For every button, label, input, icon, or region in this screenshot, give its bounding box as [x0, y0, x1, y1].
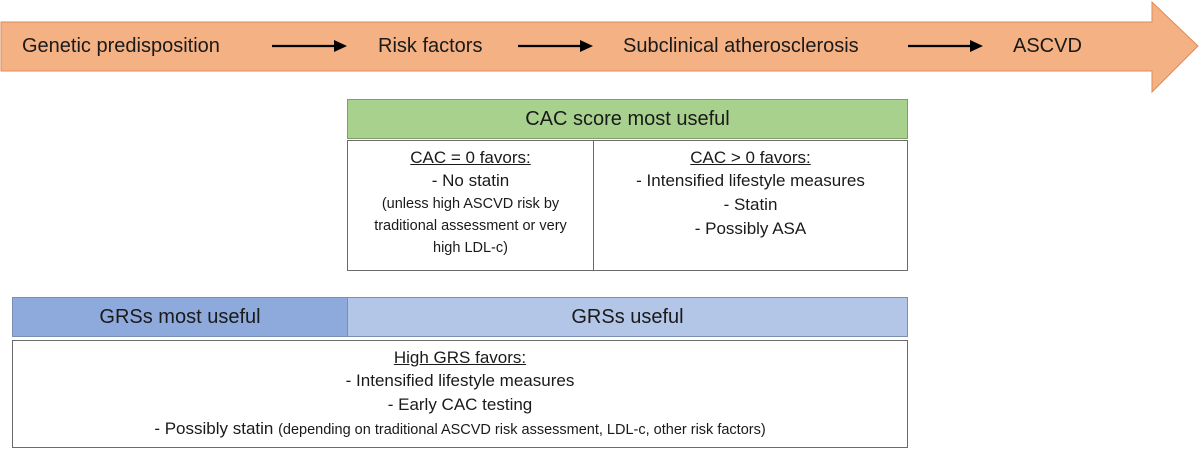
right-arrow-icon — [518, 40, 593, 52]
grs-useful-header: GRSs useful — [347, 297, 908, 337]
stage-risk-factors: Risk factors — [378, 35, 483, 57]
grs-line: - Intensified lifestyle measures — [345, 371, 575, 390]
grs-box: High GRS favors: - Intensified lifestyle… — [12, 340, 908, 448]
progression-arrow — [0, 0, 1199, 94]
cac-zero-box: CAC = 0 favors: - No statin (unless high… — [347, 140, 594, 271]
cac-positive-line: - Possibly ASA — [694, 219, 807, 238]
right-arrow-icon — [908, 40, 983, 52]
stage-ascvd: ASCVD — [1013, 35, 1082, 57]
cac-positive-line: - Statin — [723, 195, 778, 214]
right-arrow-icon — [272, 40, 347, 52]
cac-zero-heading: CAC = 0 favors: — [410, 148, 531, 167]
grs-most-useful-header: GRSs most useful — [12, 297, 348, 337]
stage-subclinical-atherosclerosis: Subclinical atherosclerosis — [623, 35, 859, 57]
cac-zero-line: - No statin — [431, 171, 510, 190]
cac-positive-box: CAC > 0 favors: - Intensified lifestyle … — [593, 140, 908, 271]
cac-header: CAC score most useful — [347, 99, 908, 139]
grs-line: - Early CAC testing — [387, 395, 533, 414]
cac-positive-line: - Intensified lifestyle measures — [636, 171, 865, 190]
grs-heading: High GRS favors: — [393, 348, 527, 367]
grs-line-statin: - Possibly statin (depending on traditio… — [13, 417, 907, 442]
stage-genetic-predisposition: Genetic predisposition — [22, 35, 220, 57]
progression-arrow-shape — [0, 0, 1199, 94]
cac-zero-note: (unless high ASCVD risk by traditional a… — [374, 196, 567, 256]
grs-line-statin-text: - Possibly statin — [154, 419, 274, 438]
grs-statin-note: (depending on traditional ASCVD risk ass… — [278, 422, 766, 438]
cac-positive-heading: CAC > 0 favors: — [690, 148, 811, 167]
